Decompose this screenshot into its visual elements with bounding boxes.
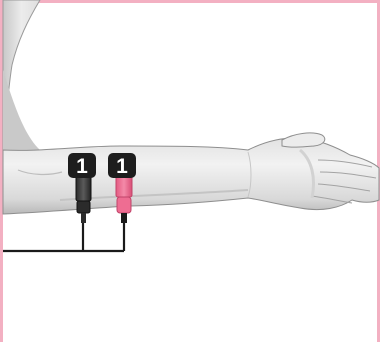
electrode-label-badge-2: 1 <box>108 153 136 178</box>
electrode-label-2: 1 <box>116 155 128 178</box>
electrode-label-1: 1 <box>76 155 88 178</box>
arm <box>3 138 379 214</box>
electrode-label-badge-1: 1 <box>68 153 96 178</box>
frame-top-border <box>0 0 380 3</box>
